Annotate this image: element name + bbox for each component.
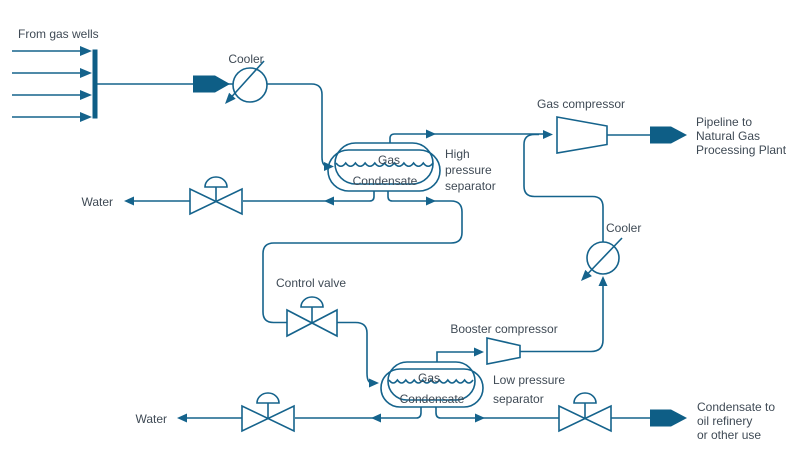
caption-line: Low pressure [493, 373, 565, 387]
caption-line: separator [493, 392, 544, 406]
cooler-diagonal [587, 237, 623, 275]
caption-line: separator [445, 179, 496, 193]
pipe-booster-to-cooler2 [520, 286, 604, 353]
arrowhead [80, 90, 92, 100]
control-valve-label: Control valve [276, 276, 346, 290]
vessel-shell-lower [327, 149, 441, 192]
arrowhead [80, 46, 92, 56]
caption-line: High [445, 147, 470, 161]
caption-line: or other use [697, 428, 761, 442]
arrowhead [324, 196, 334, 206]
gas-compressor-symbol: Gas compressor [537, 97, 625, 154]
pipeline-flow-arrow [650, 126, 687, 144]
pipe-lp-gas-to-booster [436, 351, 474, 362]
caption-line: Processing Plant [696, 143, 787, 157]
pipe-cooler2-to-compressor [523, 133, 604, 242]
cooler-2-symbol: Cooler [581, 221, 641, 281]
source-label: From gas wells [18, 27, 99, 41]
hp-gas-label: Gas [378, 153, 400, 167]
water-valve-hp [189, 176, 243, 216]
liquid-level-wave [388, 378, 474, 384]
caption-line: oil refinery [697, 414, 752, 428]
arrowhead [369, 378, 379, 388]
caption-line: Natural Gas [696, 129, 760, 143]
pipeline-caption: Pipeline to Natural Gas Processing Plant [696, 115, 787, 157]
cooler-1-symbol: Cooler [225, 52, 268, 104]
hp-condensate-label: Condensate [353, 174, 418, 188]
pipe-hp-drain-left [243, 191, 375, 202]
arrowhead [543, 130, 553, 139]
compressor-body [486, 336, 521, 365]
cooler-circle [232, 67, 268, 103]
cooler-2-label: Cooler [606, 221, 641, 235]
liquid-level-wave [335, 161, 434, 168]
arrowhead [475, 413, 485, 423]
caption-line: Pipeline to [696, 115, 752, 129]
pipe-hp-condensate-to-control-valve [262, 191, 463, 324]
pipe-cooler-to-hp-separator [267, 83, 329, 168]
arrowhead [581, 269, 592, 281]
valve-body [189, 187, 243, 216]
valve-bonnet [204, 176, 228, 188]
caption-line: Condensate to [697, 400, 775, 414]
arrowhead [426, 129, 436, 139]
arrowhead [124, 196, 134, 206]
gas-wells-source: From gas wells [12, 27, 99, 122]
caption-line: pressure [445, 163, 492, 177]
condensate-flow-arrow [650, 409, 687, 427]
arrowhead [80, 68, 92, 78]
valve-bonnet [256, 392, 280, 404]
cooler-1-label: Cooler [228, 52, 263, 66]
booster-compressor-symbol: Booster compressor [450, 322, 558, 365]
cooler-diagonal [230, 60, 265, 99]
arrowhead [177, 413, 187, 423]
arrowhead [474, 347, 484, 357]
control-valve-symbol: Control valve [276, 276, 346, 338]
lp-separator-vessel: Gas Condensate [380, 361, 484, 408]
arrowhead [426, 196, 436, 206]
valve-bonnet [300, 296, 324, 308]
lp-gas-label: Gas [418, 371, 440, 385]
vessel-shell-lower [380, 368, 484, 408]
booster-compressor-label: Booster compressor [450, 322, 557, 336]
condensate-out-caption: Condensate to oil refinery or other use [697, 400, 775, 442]
valve-body [241, 404, 295, 433]
gas-compressor-label: Gas compressor [537, 97, 625, 111]
arrowhead [598, 276, 608, 286]
manifold-bar [92, 49, 98, 119]
pipe-lp-drain-left [295, 407, 422, 419]
arrowhead [225, 92, 236, 104]
water-lp-label: Water [135, 412, 167, 426]
pipe-hp-gas-to-compressor [389, 133, 543, 143]
water-hp-label: Water [81, 195, 113, 209]
condensate-valve [558, 392, 612, 433]
lp-separator-caption: Low pressure separator [493, 373, 565, 406]
water-valve-lp [241, 392, 295, 433]
lp-condensate-label: Condensate [400, 392, 465, 406]
hp-separator-vessel: Gas Condensate [327, 142, 441, 192]
pipe-control-valve-to-lp-separator [337, 321, 373, 384]
valve-body [558, 404, 612, 433]
valve-bonnet [573, 392, 597, 404]
inlet-flow-arrow [193, 75, 230, 93]
arrowhead [371, 413, 381, 423]
compressor-body [556, 116, 608, 154]
vessel-shell-upper [387, 361, 476, 401]
arrowhead [80, 112, 92, 122]
hp-separator-caption: High pressure separator [445, 147, 496, 193]
pipe-lp-condensate-right [435, 407, 559, 419]
